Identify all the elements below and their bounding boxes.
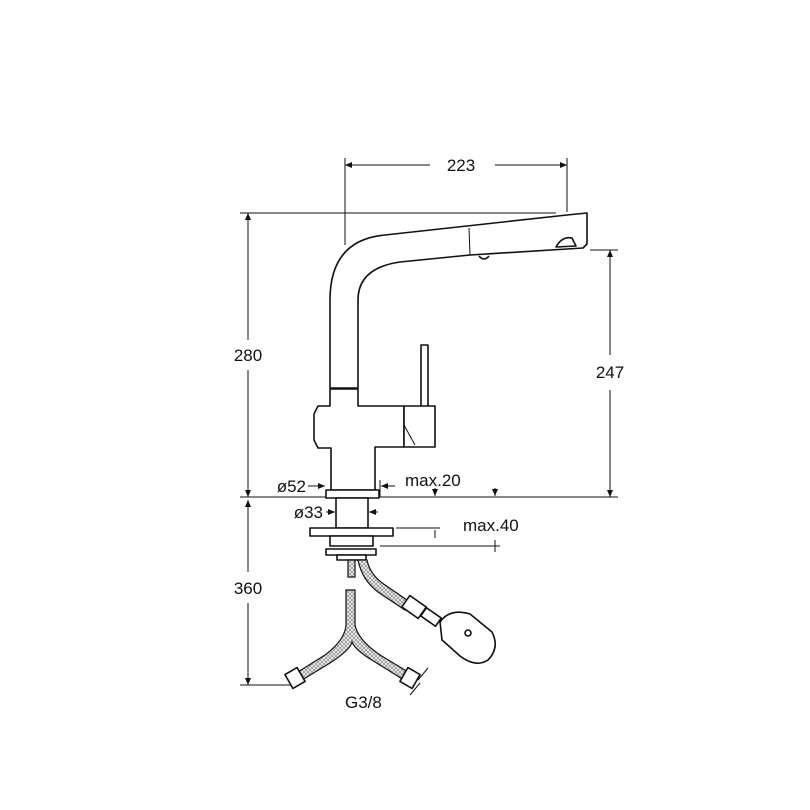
label-total-height: 280 [234, 346, 262, 365]
label-outlet-height: 247 [596, 363, 624, 382]
dimension-labels: 223 280 247 360 ø52 ø33 max.20 max.40 G3… [234, 156, 624, 712]
base-plate [325, 489, 380, 499]
label-base-diameter: ø52 [277, 477, 306, 496]
hose-nut-left [284, 666, 306, 690]
dimension-lines [240, 158, 618, 696]
label-spout-reach: 223 [447, 156, 475, 175]
label-hose-length: 360 [234, 579, 262, 598]
aerator [555, 236, 577, 248]
hose-nut-right [399, 666, 421, 690]
label-max-20: max.20 [405, 471, 461, 490]
shank [335, 497, 369, 529]
label-thread: G3/8 [345, 693, 382, 712]
supply-hoses [297, 589, 409, 681]
mounting-plate [309, 527, 394, 537]
mounting-nut [329, 535, 374, 547]
spray-button [478, 255, 490, 260]
mixer-body [313, 388, 405, 491]
spray-head-joint [468, 227, 471, 256]
spray-hose [357, 559, 411, 611]
spray-hose-coupling [419, 606, 443, 628]
spout [329, 212, 588, 389]
counterweight-screw [464, 629, 472, 637]
faucet-body [309, 212, 588, 561]
thread-leader [409, 682, 421, 696]
thread-tick [417, 667, 429, 681]
hoses [284, 559, 496, 690]
counterweight [439, 611, 496, 664]
supply-hose-stub [347, 559, 356, 578]
label-shank-diameter: ø33 [294, 503, 323, 522]
housing-detail [403, 424, 416, 446]
hose-collar [336, 554, 367, 561]
cartridge-housing [403, 405, 436, 448]
washer [325, 548, 377, 556]
lever-handle [420, 344, 429, 408]
label-max-40: max.40 [463, 516, 519, 535]
